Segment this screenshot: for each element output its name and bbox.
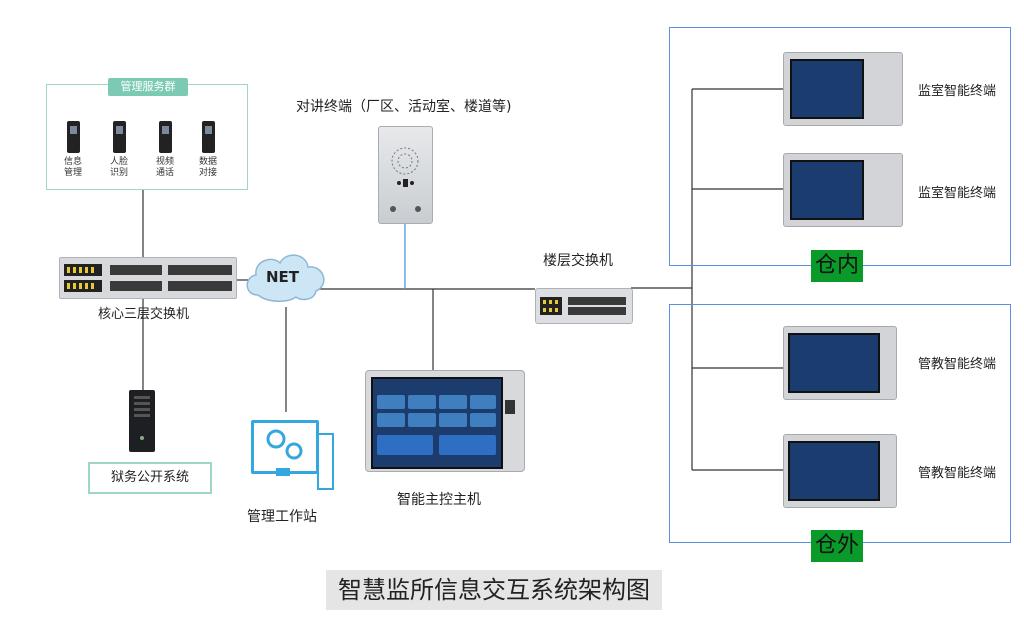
server-item-label: 数据 对接 [198, 157, 217, 178]
server-item-label: 视频 通话 [155, 157, 174, 178]
terminal-label: 监室智能终端 [918, 186, 997, 201]
region-outside-tag: 仓外 [811, 530, 863, 562]
server-item-data: 数据 对接 [193, 121, 223, 179]
terminal-icon [113, 121, 126, 153]
terminal-label: 管教智能终端 [918, 357, 997, 372]
terminal-label: 监室智能终端 [918, 84, 997, 99]
floor-switch [535, 288, 633, 324]
terminal-screen [788, 441, 880, 501]
intercom-label: 对讲终端（厂区、活动室、楼道等) [296, 99, 512, 115]
workstation-label: 管理工作站 [247, 509, 317, 525]
monitor-stand [276, 468, 290, 476]
cell-terminal-1 [783, 52, 903, 126]
terminal-label: 管教智能终端 [918, 466, 997, 481]
floor-switch-label: 楼层交换机 [543, 253, 613, 269]
workstation-tower-icon [317, 433, 334, 490]
server-item-label: 信息 管理 [63, 157, 82, 178]
terminal-icon [67, 121, 80, 153]
cloud-icon [246, 254, 325, 302]
intercom-terminal [378, 126, 433, 224]
server-item-face: 人脸 识别 [104, 121, 134, 179]
intercom-speaker-icon [390, 147, 421, 212]
server-item-video: 视频 通话 [150, 121, 180, 179]
guard-terminal-2 [783, 434, 897, 508]
core-switch-label: 核心三层交换机 [98, 307, 190, 322]
region-inside-tag: 仓内 [811, 250, 863, 282]
server-group-title: 管理服务群 [108, 78, 188, 96]
terminal-icon [202, 121, 215, 153]
switch-ports-icon [540, 297, 626, 315]
diagram-title: 智慧监所信息交互系统架构图 [326, 570, 662, 610]
fingerprint-icon [505, 400, 515, 414]
server-item-label: 人脸 识别 [109, 157, 128, 178]
server-tower-icon [129, 390, 155, 452]
terminal-screen [790, 160, 864, 220]
terminal-icon [159, 121, 172, 153]
server-item-info: 信息 管理 [58, 121, 88, 179]
terminal-screen [788, 333, 880, 393]
switch-ports-icon [64, 264, 232, 292]
terminal-screen [790, 59, 864, 119]
workstation-monitor-icon [251, 420, 319, 474]
main-host-screen [371, 377, 503, 469]
cloud-label: NET [266, 268, 300, 286]
guard-terminal-1 [783, 326, 897, 400]
main-host-label: 智能主控主机 [397, 492, 481, 508]
core-switch [59, 257, 237, 299]
public-system-box: 狱务公开系统 [88, 462, 212, 494]
net-cloud [240, 245, 332, 307]
cell-terminal-2 [783, 153, 903, 227]
